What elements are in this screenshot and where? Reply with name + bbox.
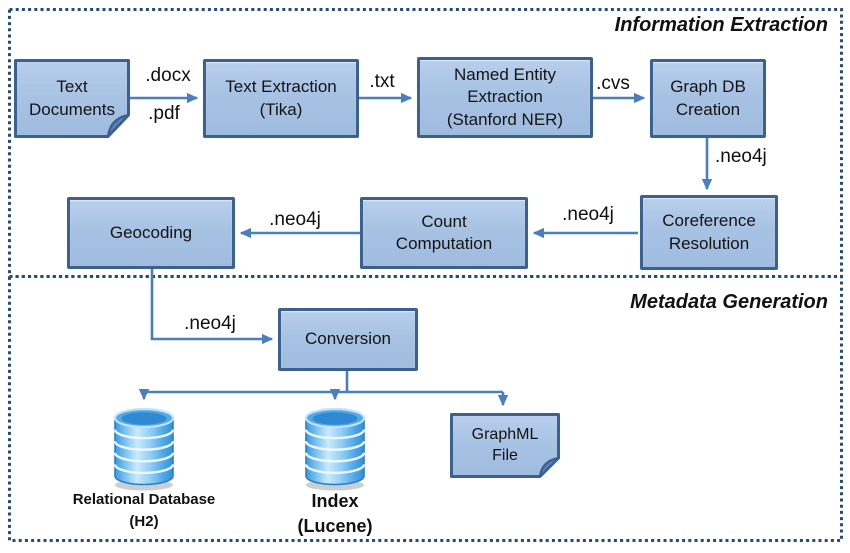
document-icon <box>450 413 560 478</box>
node-label-line: Conversion <box>305 329 391 349</box>
node-label-line: Computation <box>395 234 493 253</box>
node-graph-db-creation: Graph DB Creation <box>650 59 766 138</box>
node-label-line: Extraction <box>467 87 543 107</box>
output-label-line: (H2) <box>129 513 159 530</box>
section-title-information-extraction: Information Extraction <box>614 14 828 36</box>
node-label-line: Text <box>56 77 88 97</box>
output-label-line: Index <box>311 491 359 511</box>
node-text-extraction: Text Extraction (Tika) <box>203 59 359 138</box>
node-conversion: Conversion <box>278 308 418 371</box>
node-label-line: (Stanford NER) <box>446 109 564 129</box>
node-label-line: Named Entity <box>453 64 557 84</box>
edge-label-neo4j-to-conversion: .neo4j <box>184 313 236 334</box>
output-label-index: Index (Lucene) <box>235 489 435 539</box>
node-label-line: Count <box>421 211 467 231</box>
node-named-entity-extraction: Named Entity Extraction (Stanford NER) <box>417 57 593 138</box>
node-label-line: Resolution <box>668 233 750 253</box>
section-title-metadata-generation: Metadata Generation <box>630 291 828 313</box>
node-label-line: GraphML <box>471 425 539 443</box>
node-coreference-resolution: Coreference Resolution <box>640 195 778 270</box>
database-icon <box>304 407 366 491</box>
node-label-line: File <box>492 446 518 464</box>
node-label-line: Geocoding <box>109 222 193 242</box>
output-label-line: (Lucene) <box>297 516 373 536</box>
document-icon <box>14 59 130 138</box>
node-label-line: Coreference <box>662 211 756 231</box>
node-label-line: Creation <box>675 99 741 119</box>
node-geocoding: Geocoding <box>67 197 235 269</box>
node-text-documents: Text Documents <box>14 59 130 138</box>
edge-label-pdf: .pdf <box>148 103 180 124</box>
edge-label-docx: .docx <box>145 65 191 86</box>
edge-label-txt: .txt <box>369 71 395 92</box>
database-icon <box>113 407 175 491</box>
edge-label-cvs: .cvs <box>596 73 630 94</box>
edge-label-neo4j-to-count: .neo4j <box>562 204 614 225</box>
node-label-line: (Tika) <box>259 99 303 119</box>
node-label-line: Graph DB <box>670 77 746 97</box>
output-label-line: Relational Database <box>72 491 216 508</box>
node-count-computation: Count Computation <box>360 197 528 269</box>
node-graphml-file: GraphML File <box>450 413 560 478</box>
node-label-line: Documents <box>29 99 115 119</box>
output-label-relational-database: Relational Database (H2) <box>44 489 244 533</box>
edge-label-neo4j-to-coreference: .neo4j <box>715 146 767 167</box>
edge-label-neo4j-to-geocoding: .neo4j <box>269 209 321 230</box>
node-label-line: Text Extraction <box>225 77 337 97</box>
